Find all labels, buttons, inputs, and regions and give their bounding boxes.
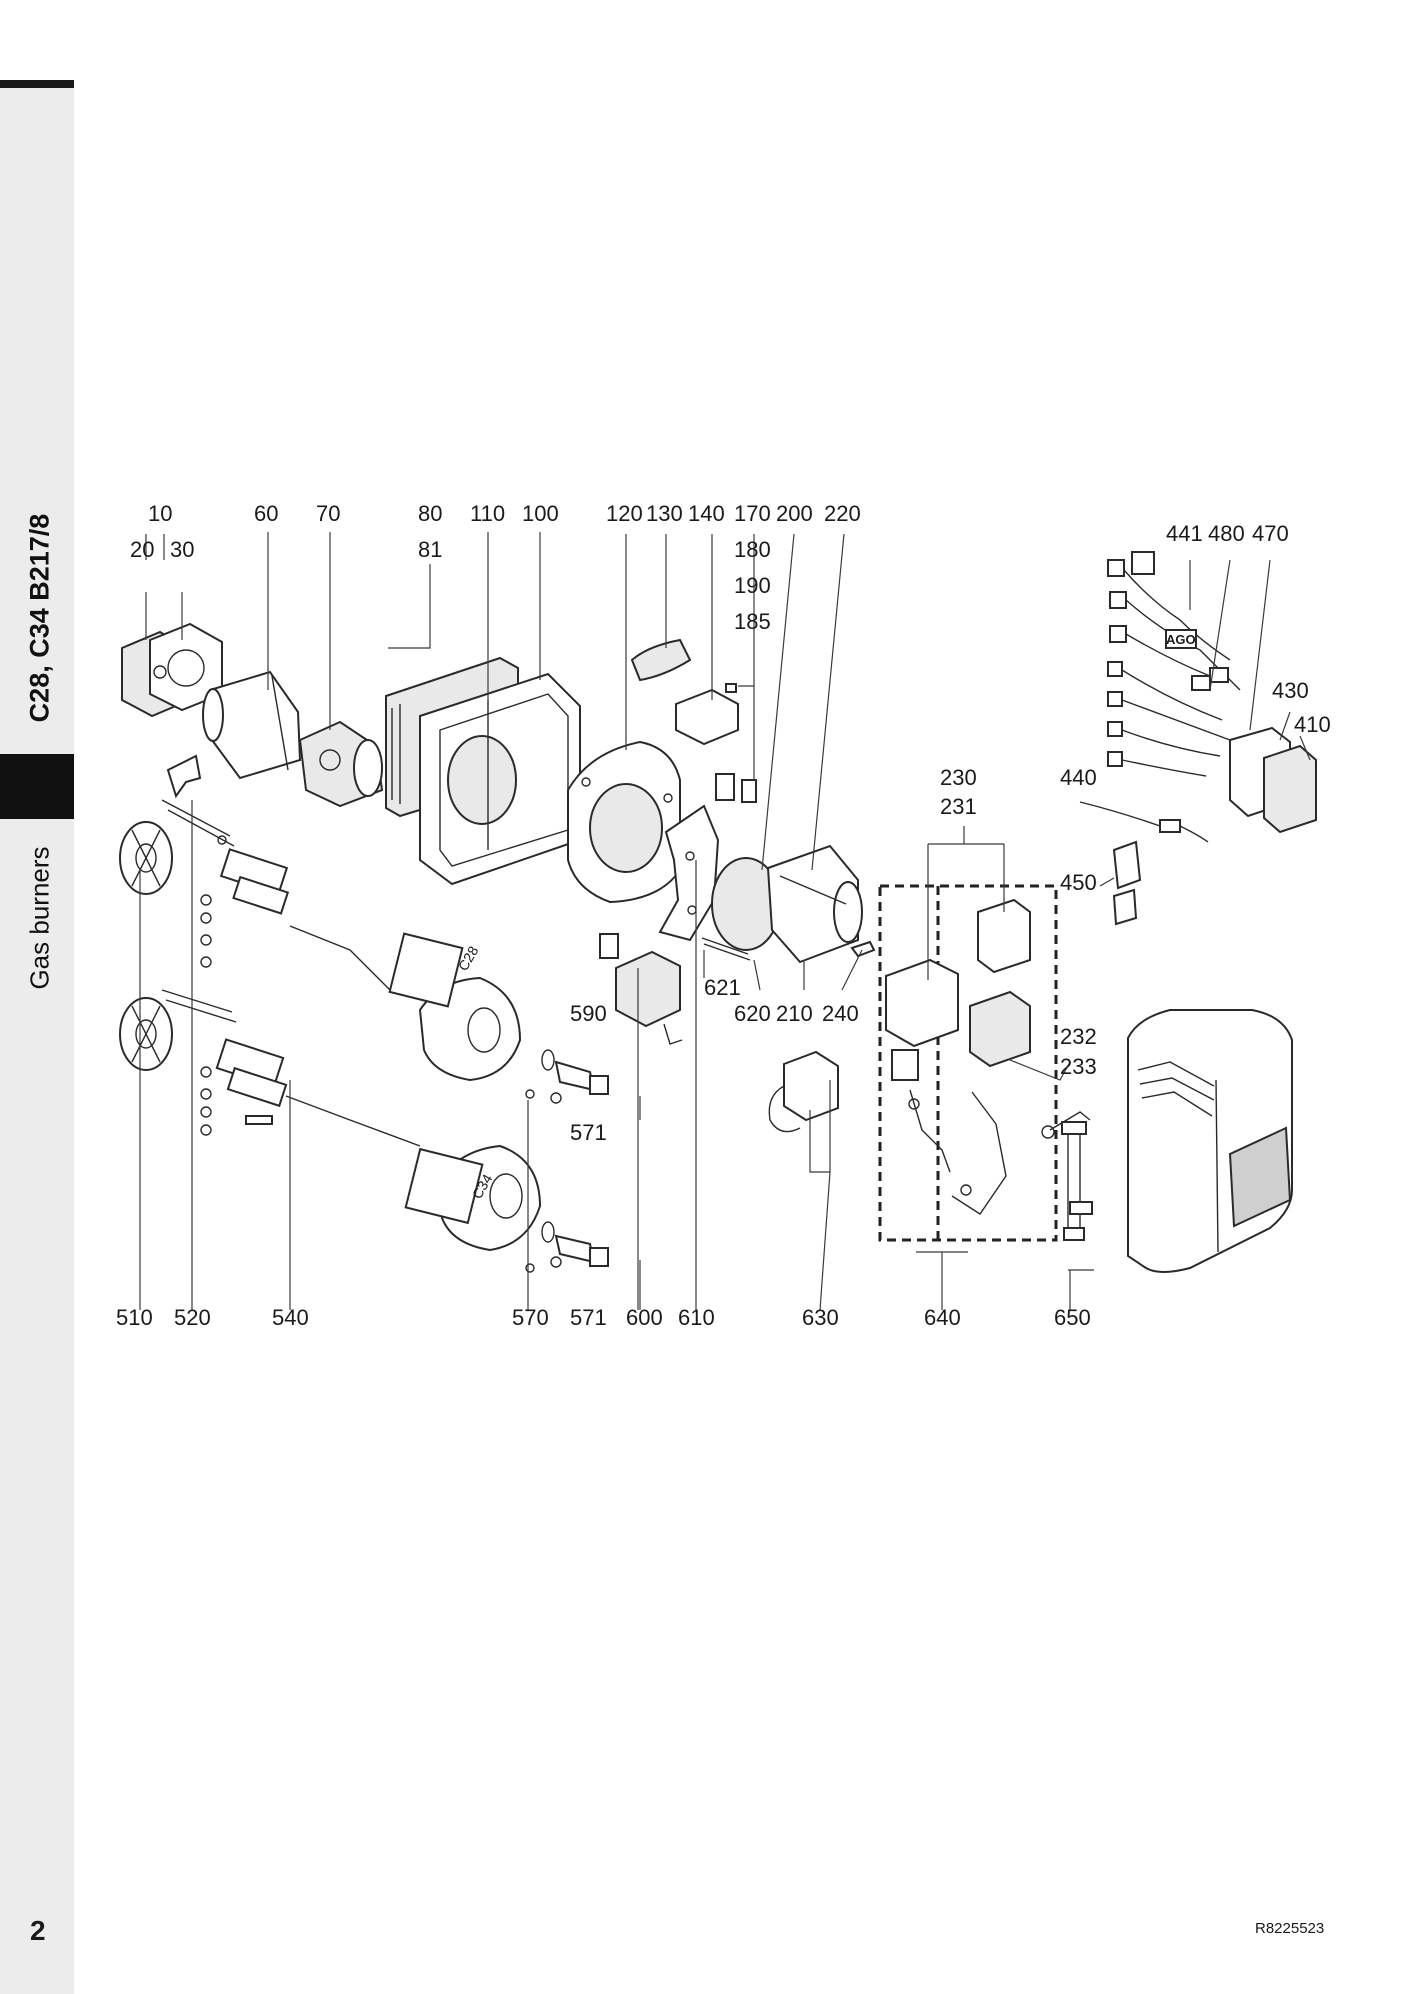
part-bracket-top: [166, 754, 202, 799]
label-130: 130: [646, 501, 683, 526]
label-231: 231: [940, 794, 977, 819]
part-fan-motor: [711, 844, 863, 964]
label-600: 600: [626, 1305, 663, 1330]
label-200: 200: [776, 501, 813, 526]
label-80: 80: [418, 501, 442, 526]
sidebar-top-bar: [0, 80, 74, 88]
part-head-c28: [388, 932, 522, 1082]
label-590: 590: [570, 1001, 607, 1026]
label-470: 470: [1252, 521, 1289, 546]
label-210: 210: [776, 1001, 813, 1026]
document-code: R8225523: [1255, 1920, 1325, 1937]
label-70: 70: [316, 501, 340, 526]
label-30: 30: [170, 537, 194, 562]
part-control-box: [599, 933, 683, 1045]
label-450: 450: [1060, 870, 1097, 895]
part-air-adaptor: [298, 720, 384, 808]
label-621: 621: [704, 975, 741, 1000]
part-wiring-harness: [1079, 551, 1317, 843]
part-front-plate: [567, 740, 681, 904]
label-232: 232: [1060, 1024, 1097, 1049]
label-180: 180: [734, 537, 771, 562]
part-screws-lower: [200, 1066, 273, 1136]
label-190: 190: [734, 573, 771, 598]
label-170: 170: [734, 501, 771, 526]
label-81: 81: [418, 537, 442, 562]
label-520: 520: [174, 1305, 211, 1330]
sidebar-section-marker: [0, 754, 74, 819]
sidebar-strip: [0, 84, 74, 1994]
part-electrode-lower: [161, 989, 237, 1023]
label-20: 20: [130, 537, 154, 562]
label-610: 610: [678, 1305, 715, 1330]
badge-ago: AGO: [1166, 632, 1196, 647]
label-110: 110: [470, 501, 505, 526]
part-nozzle-holder-lower: [215, 1038, 421, 1147]
label-140: 140: [688, 501, 725, 526]
label-441: 441: [1166, 521, 1203, 546]
label-620: 620: [734, 1001, 771, 1026]
part-pins: [701, 937, 751, 961]
label-570: 570: [512, 1305, 549, 1330]
part-nozzle-holder-upper: [219, 848, 391, 991]
part-screws-upper: [200, 894, 212, 968]
part-burner-cover: [1127, 1009, 1293, 1273]
part-tube-packet: [630, 638, 692, 682]
part-head-c34: [404, 1144, 542, 1252]
gas-valve-boundary: [878, 884, 1058, 1242]
label-540: 540: [272, 1305, 309, 1330]
label-240: 240: [822, 1001, 859, 1026]
label-100: 100: [522, 501, 559, 526]
label-430: 430: [1272, 678, 1309, 703]
label-233: 233: [1060, 1054, 1097, 1079]
part-nozzle-upper: [525, 1049, 609, 1104]
part-nozzle-lower: [525, 1221, 609, 1273]
label-60: 60: [254, 501, 278, 526]
label-120: 120: [606, 501, 643, 526]
part-gas-pipe: [1041, 1111, 1093, 1241]
part-mounting-plate: [658, 804, 720, 942]
label-220: 220: [824, 501, 861, 526]
leader-lines: [139, 532, 1311, 1311]
label-230: 230: [940, 765, 977, 790]
label-571-upper: 571: [570, 1120, 607, 1145]
label-440: 440: [1060, 765, 1097, 790]
label-571-lower: 571: [570, 1305, 607, 1330]
part-plugs: [1112, 840, 1142, 926]
label-510: 510: [116, 1305, 153, 1330]
label-630: 630: [802, 1305, 839, 1330]
callout-labels: 10 20 30 60 70 80 81 110 100 120 130 140…: [116, 501, 1331, 1330]
label-640: 640: [924, 1305, 961, 1330]
page-number: 2: [30, 1915, 46, 1946]
part-flame-tube: [202, 670, 302, 780]
part-pin-240: [850, 940, 876, 958]
part-diffuser-upper: [119, 821, 173, 895]
part-transformer-box: [675, 688, 739, 746]
label-410: 410: [1294, 712, 1331, 737]
part-electrode-upper: [161, 799, 235, 847]
label-650: 650: [1054, 1305, 1091, 1330]
part-gas-valve: [885, 898, 1031, 1215]
label-480: 480: [1208, 521, 1245, 546]
label-185: 185: [734, 609, 771, 634]
label-10: 10: [148, 501, 172, 526]
part-coil: [768, 1050, 839, 1133]
part-connectors: [715, 683, 757, 803]
part-diffuser-lower: [119, 997, 173, 1071]
